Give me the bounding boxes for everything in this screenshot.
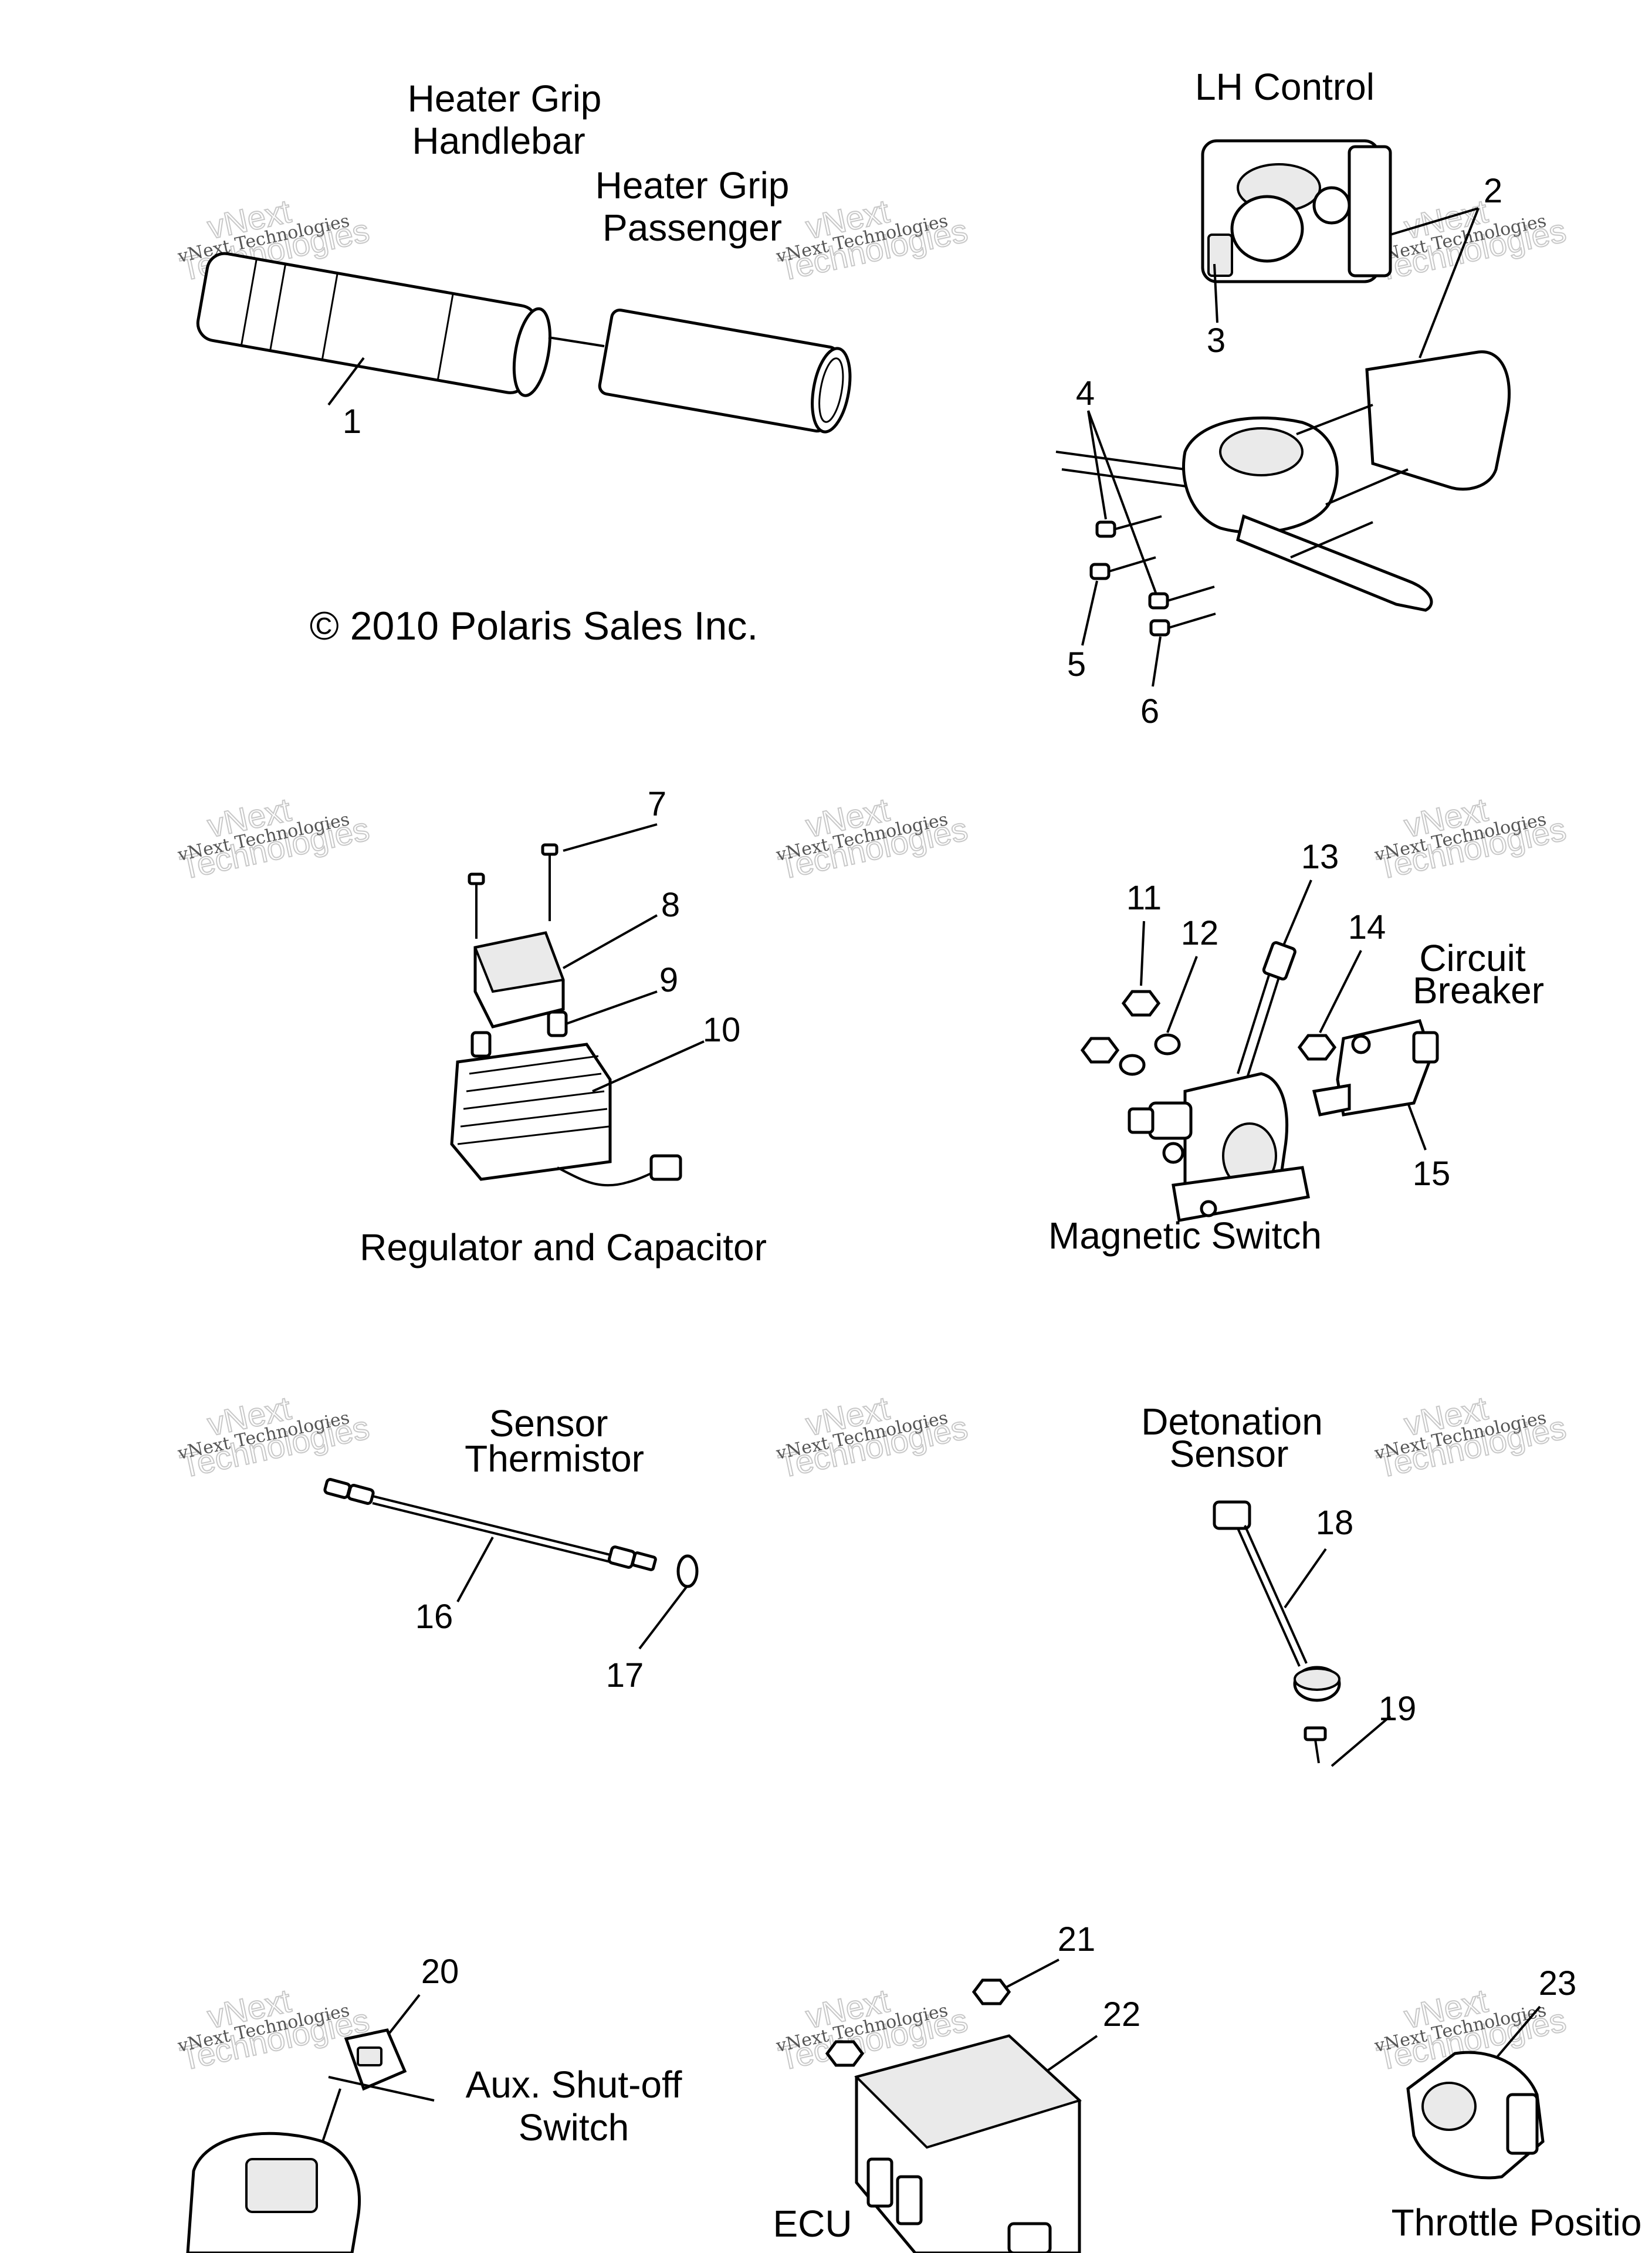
heater-grip-section: Heater Grip Handlebar Heater Grip Passen… bbox=[196, 77, 852, 648]
watermark: vNext Technologies vNext Technologies bbox=[1372, 1389, 1570, 1486]
ecu-part bbox=[854, 2034, 1082, 2253]
detonation-sensor-section: Detonation Sensor 18 19 bbox=[1141, 1400, 1417, 1767]
aux-shutoff-title-line2: Switch bbox=[519, 2106, 629, 2149]
circuit-breaker-part bbox=[1312, 1019, 1439, 1117]
screw-5 bbox=[1089, 556, 1156, 580]
throttle-position-section: 23 Throttle Positio bbox=[1392, 1964, 1642, 2244]
regulator-screw-right bbox=[541, 843, 558, 921]
detonation-sensor-title-line2: Sensor bbox=[1170, 1433, 1289, 1475]
circuit-breaker-title-line1: Circuit bbox=[1419, 937, 1526, 979]
callout-18: 18 bbox=[1316, 1504, 1354, 1542]
heater-grip-passenger-title-line2: Passenger bbox=[602, 207, 782, 249]
watermark: vNext Technologies vNext Technologies bbox=[175, 1981, 373, 2078]
magnetic-switch-section: 11 12 13 14 Circuit Breaker bbox=[1048, 838, 1544, 1257]
watermark: vNext Technologies vNext Technologies bbox=[774, 1389, 971, 1486]
callout-19: 19 bbox=[1379, 1690, 1417, 1728]
washer-12b bbox=[1119, 1054, 1146, 1076]
callout-1: 1 bbox=[343, 402, 361, 441]
callout-6: 6 bbox=[1140, 692, 1159, 730]
capacitor-part bbox=[473, 931, 565, 1029]
watermark: vNext Technologies vNext Technologies bbox=[175, 790, 373, 887]
callout-11: 11 bbox=[1126, 879, 1162, 917]
aux-shutoff-switch-part bbox=[186, 2028, 435, 2253]
copyright-text: © 2010 Polaris Sales Inc. bbox=[310, 604, 759, 648]
nut-14 bbox=[1297, 1034, 1337, 1061]
nut-21b bbox=[825, 2040, 865, 2067]
callout-2: 2 bbox=[1484, 172, 1502, 210]
callout-23: 23 bbox=[1539, 1964, 1577, 2002]
spacer-part-2 bbox=[470, 1031, 492, 1058]
throttle-position-sensor-part bbox=[1406, 2051, 1545, 2180]
watermark: vNext Technologies vNext Technologies bbox=[1372, 790, 1570, 887]
screw-4a bbox=[1095, 515, 1162, 538]
magnetic-switch-title: Magnetic Switch bbox=[1048, 1215, 1322, 1257]
heater-grip-handlebar-title-line2: Handlebar bbox=[412, 120, 585, 162]
nut-11 bbox=[1121, 990, 1161, 1017]
watermark: vNext Technologies vNext Technologies bbox=[175, 1389, 373, 1486]
watermark: vNext Technologies vNext Technologies bbox=[774, 790, 971, 887]
sensor-thermistor-title-line2: Thermistor bbox=[465, 1437, 644, 1480]
watermark: vNext Technologies vNext Technologies bbox=[774, 192, 971, 289]
watermark-group: vNext Technologies vNext Technologies vN… bbox=[175, 192, 1570, 2078]
heater-grip-passenger-title-line1: Heater Grip bbox=[595, 164, 790, 207]
screw-4b bbox=[1148, 586, 1215, 610]
callout-4: 4 bbox=[1076, 374, 1095, 412]
callout-9: 9 bbox=[659, 961, 678, 999]
callout-5: 5 bbox=[1067, 645, 1086, 684]
nut-11b bbox=[1080, 1037, 1120, 1064]
callout-20: 20 bbox=[421, 1953, 459, 1991]
callout-14: 14 bbox=[1348, 908, 1386, 946]
handlebar-grip-part bbox=[196, 252, 551, 397]
circuit-breaker-title-line2: Breaker bbox=[1413, 969, 1544, 1012]
callout-10: 10 bbox=[703, 1011, 741, 1049]
detonation-sensor-title-line1: Detonation bbox=[1141, 1400, 1323, 1443]
screw-6 bbox=[1149, 613, 1216, 637]
thermistor-part bbox=[323, 1478, 657, 1571]
passenger-grip-part bbox=[598, 309, 852, 434]
lh-control-title: LH Control bbox=[1195, 66, 1375, 108]
nut-21a bbox=[971, 1978, 1011, 2005]
heater-grip-handlebar-title-line1: Heater Grip bbox=[408, 77, 602, 120]
lh-control-section: LH Control 2 3 bbox=[1055, 66, 1511, 730]
callout-17: 17 bbox=[606, 1656, 644, 1694]
washer-17 bbox=[676, 1554, 699, 1588]
regulator-capacitor-title: Regulator and Capacitor bbox=[360, 1226, 767, 1268]
regulator-screw-left bbox=[468, 872, 485, 939]
callout-21: 21 bbox=[1058, 1920, 1096, 1958]
aux-shutoff-title-line1: Aux. Shut-off bbox=[466, 2063, 682, 2106]
spacer-part bbox=[547, 1010, 568, 1037]
callout-3: 3 bbox=[1207, 322, 1226, 360]
washer-12 bbox=[1154, 1033, 1181, 1056]
callout-22: 22 bbox=[1103, 1995, 1141, 2034]
regulator-part bbox=[450, 1043, 682, 1187]
callout-16: 16 bbox=[415, 1598, 453, 1636]
lever-assembly bbox=[1055, 350, 1511, 612]
aux-shutoff-section: 20 Aux. Shut-off Switch bbox=[186, 1953, 682, 2253]
sensor-thermistor-title-line1: Sensor bbox=[489, 1402, 608, 1445]
callout-15: 15 bbox=[1413, 1155, 1451, 1193]
regulator-section: 7 8 9 10 Regulator and Capacitor bbox=[360, 785, 767, 1268]
callout-7: 7 bbox=[648, 785, 666, 823]
callout-12: 12 bbox=[1181, 914, 1219, 952]
callout-13: 13 bbox=[1301, 838, 1339, 876]
ecu-section: 21 22 ECU bbox=[773, 1920, 1140, 2253]
detonation-sensor-part bbox=[1213, 1500, 1341, 1702]
watermark: vNext Technologies vNext Technologies bbox=[1372, 1981, 1570, 2078]
lh-control-housing bbox=[1201, 139, 1392, 283]
ecu-title: ECU bbox=[773, 2203, 852, 2245]
sensor-thermistor-section: Sensor Thermistor 16 17 bbox=[323, 1402, 699, 1694]
callout-8: 8 bbox=[661, 886, 680, 924]
bolt-19 bbox=[1304, 1726, 1327, 1764]
throttle-position-title: Throttle Positio bbox=[1392, 2201, 1642, 2244]
magnetic-switch-part bbox=[1128, 941, 1310, 1222]
callout-leader bbox=[327, 357, 365, 406]
